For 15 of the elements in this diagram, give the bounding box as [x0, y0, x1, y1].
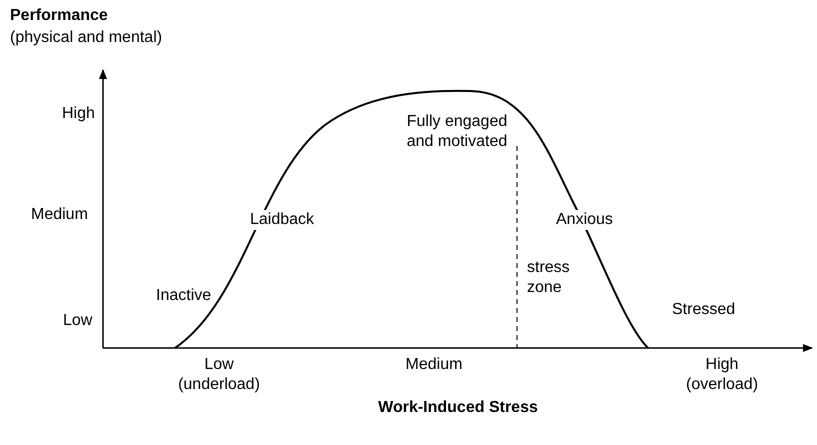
tick-label: Low (underload): [177, 355, 261, 395]
axis-subtitle: (physical and mental): [10, 28, 162, 48]
curve-label: Fully engaged and motivated: [406, 112, 508, 152]
tick-label: Medium: [404, 355, 464, 375]
curve-label: Laidback: [250, 210, 314, 230]
tick-label: Medium: [31, 205, 88, 225]
tick-label: Low: [63, 311, 92, 331]
curve-label: Anxious: [556, 210, 613, 230]
zone-label: stress zone: [527, 258, 571, 298]
tick-label: High (overload): [684, 355, 760, 395]
axis-title: Performance: [10, 6, 108, 26]
axis-title: Work-Induced Stress: [378, 398, 538, 418]
curve-label: Inactive: [156, 286, 212, 306]
curve-label: Stressed: [672, 300, 736, 320]
tick-label: High: [62, 104, 95, 124]
